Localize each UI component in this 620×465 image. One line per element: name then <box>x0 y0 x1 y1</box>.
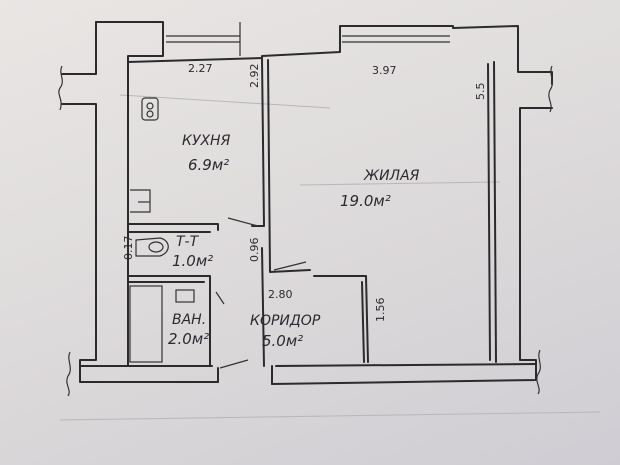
paper-texture <box>59 94 601 421</box>
fixtures <box>129 97 195 363</box>
room-labels: КУХНЯ 6.9м² ЖИЛАЯ 19.0м² Т-Т 1.0м² ВАН. … <box>168 133 420 350</box>
toilet-name: Т-Т <box>176 234 200 250</box>
bath-name: ВАН. <box>172 312 206 328</box>
dim-corridor-width: 2.80 <box>268 288 293 301</box>
dim-corridor-right: 1.56 <box>374 298 387 323</box>
outer-walls <box>58 21 553 397</box>
corridor-area: 5.0м² <box>262 332 303 350</box>
dim-toilet-side: 0.17 <box>122 236 135 261</box>
stove-icon <box>141 97 159 121</box>
inner-walls <box>127 57 497 369</box>
living-area: 19.0м² <box>340 192 391 210</box>
corridor-name: КОРИДОР <box>250 313 321 329</box>
kitchen-name: КУХНЯ <box>182 133 231 149</box>
toilet-icon <box>135 237 169 257</box>
dim-door-side: 0.96 <box>248 238 261 263</box>
living-name: ЖИЛАЯ <box>363 168 420 184</box>
sink-icon <box>130 189 151 213</box>
dim-living-width: 3.97 <box>372 64 397 77</box>
dimension-labels: 2.27 3.97 2.92 5.5 0.96 2.80 1.56 0.17 <box>122 62 487 322</box>
washbasin-icon <box>175 289 195 303</box>
bath-area: 2.0м² <box>168 330 209 348</box>
bathtub-icon <box>129 285 163 363</box>
toilet-area: 1.0м² <box>172 252 213 270</box>
dim-kitchen-width: 2.27 <box>188 62 213 75</box>
dim-kitchen-side: 2.92 <box>248 64 261 89</box>
dim-living-depth: 5.5 <box>474 83 487 101</box>
kitchen-area: 6.9м² <box>188 156 229 174</box>
